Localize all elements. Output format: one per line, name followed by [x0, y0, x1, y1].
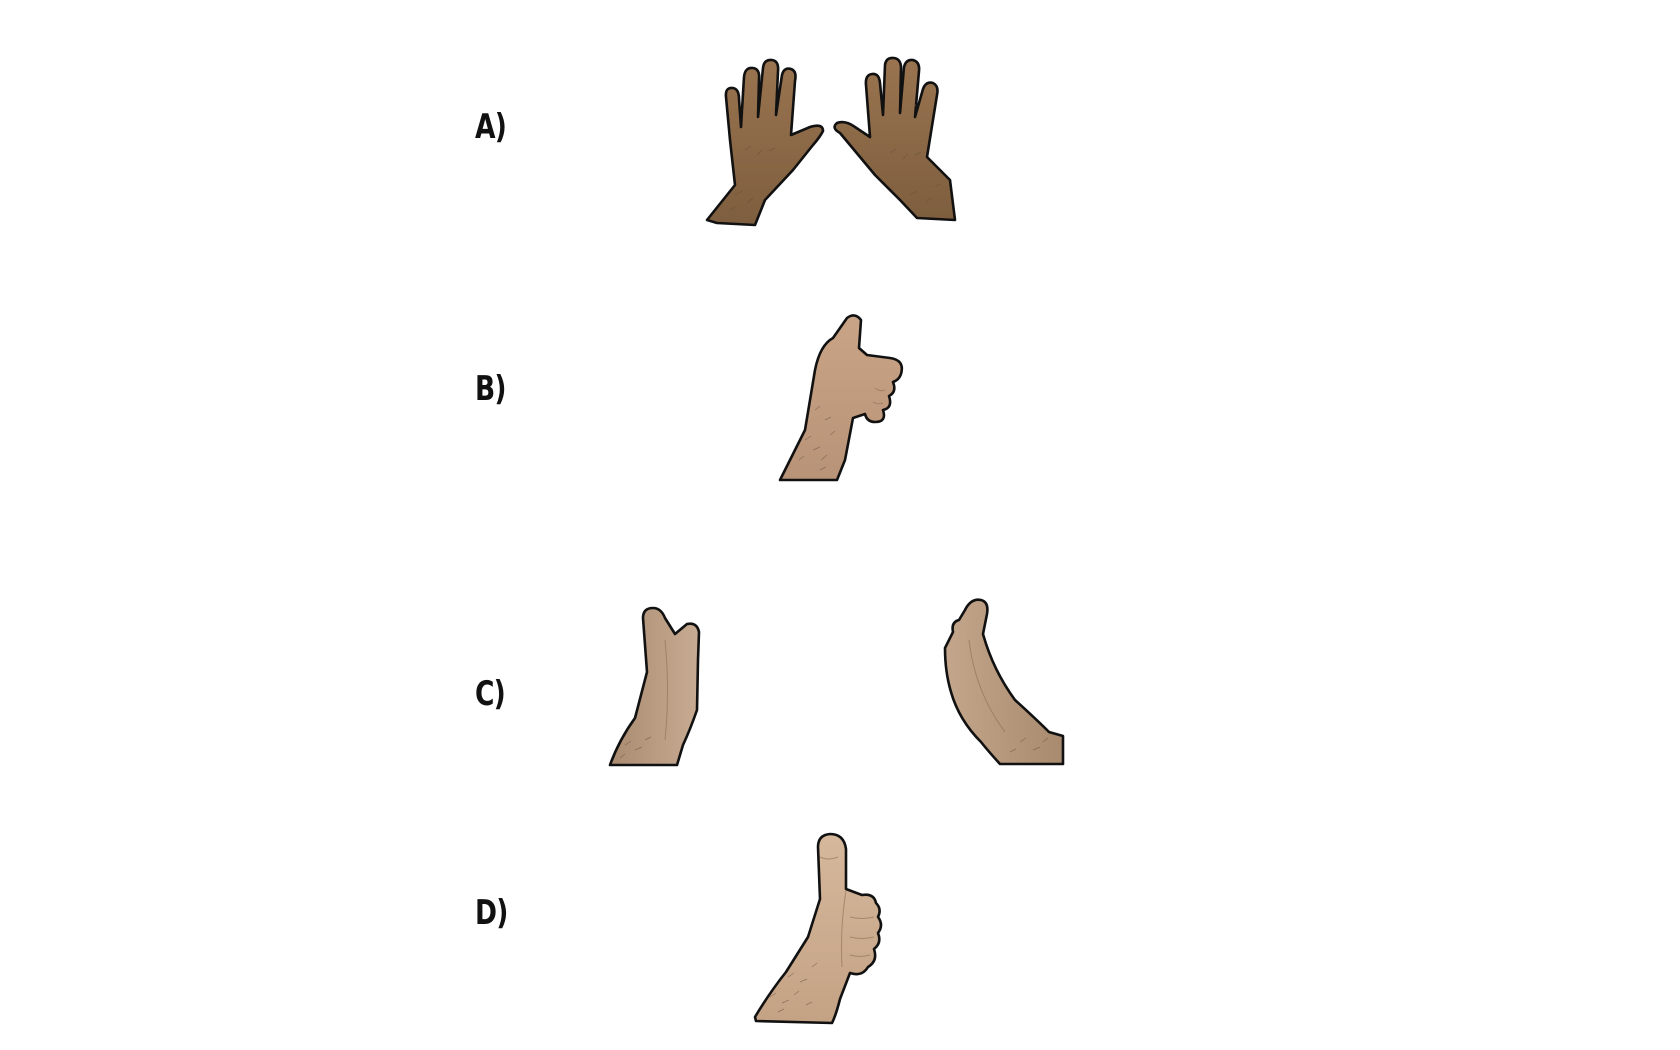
- hand-side-view-left-icon[interactable]: [605, 600, 720, 770]
- option-c-label[interactable]: C): [475, 674, 506, 714]
- option-a-label[interactable]: A): [475, 107, 507, 147]
- hand-side-view-right-icon[interactable]: [935, 592, 1070, 770]
- two-open-hands-backs-icon[interactable]: [705, 55, 1005, 245]
- option-b-label[interactable]: B): [475, 369, 507, 409]
- option-d-label[interactable]: D): [475, 893, 508, 933]
- thumbs-up-hand-icon[interactable]: [750, 827, 915, 1027]
- hand-l-shape-gesture-icon[interactable]: [775, 310, 925, 485]
